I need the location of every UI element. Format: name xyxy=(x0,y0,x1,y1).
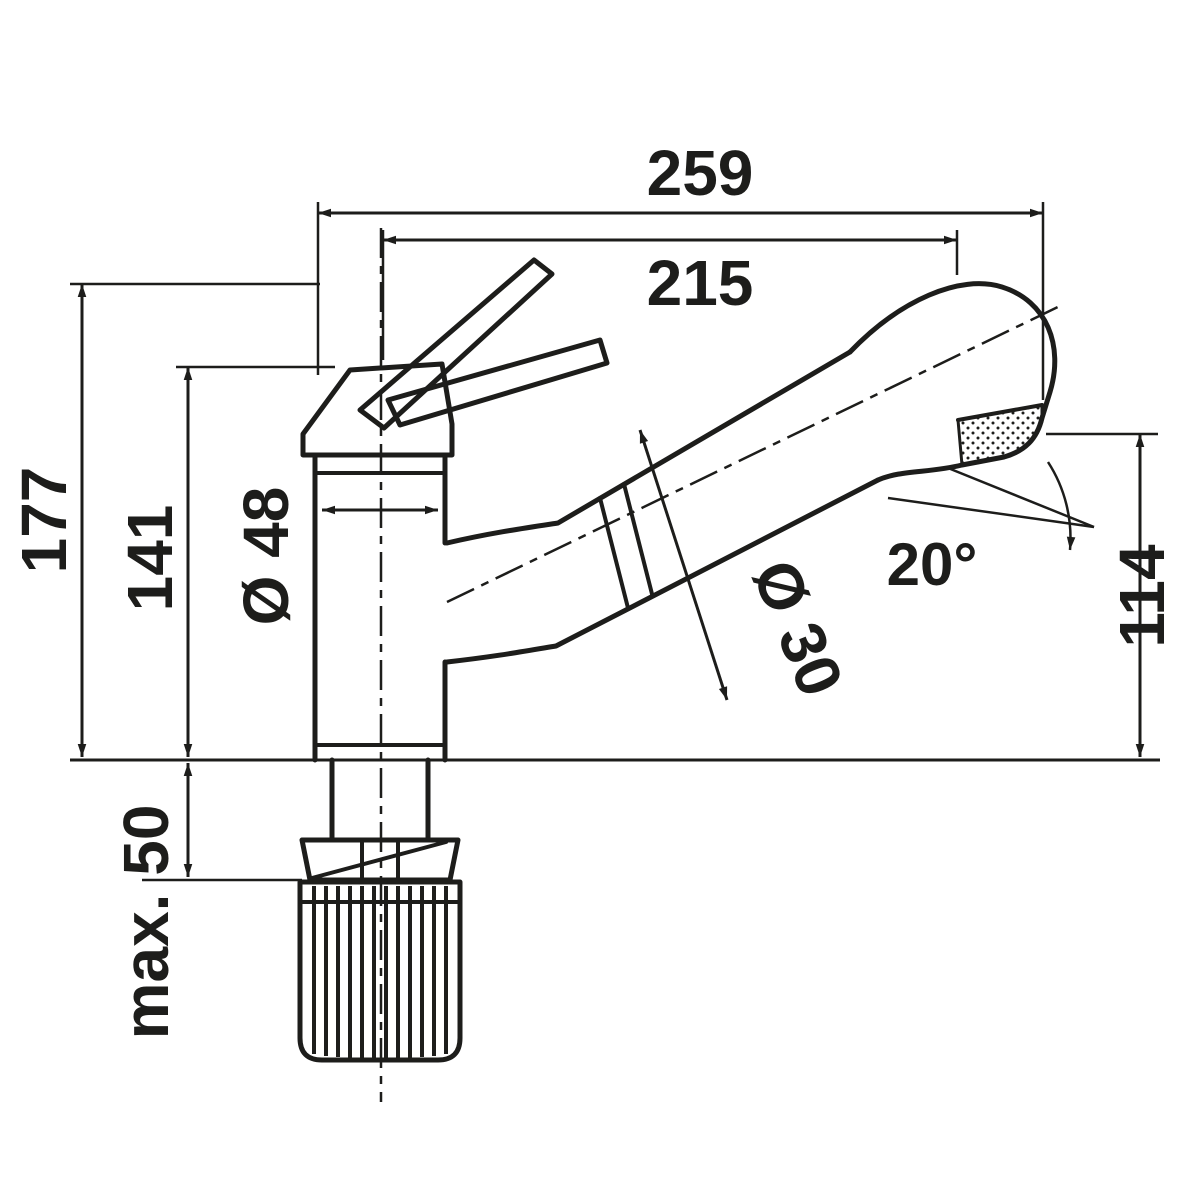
spray-head xyxy=(847,281,1058,483)
dim-spout-reach-label: 215 xyxy=(647,247,754,319)
spout-joint-line-1 xyxy=(598,496,630,610)
spout-upper-edge xyxy=(444,349,853,546)
spray-face-nozzles xyxy=(956,403,1044,467)
dimension-lines xyxy=(77,208,1145,877)
dim-spray-angle-label: 20° xyxy=(887,531,978,598)
faucet-outline xyxy=(70,257,1160,1063)
mounting-nut-knurling xyxy=(312,886,448,1058)
dim-body-height-label: 141 xyxy=(114,505,186,612)
dim-total-height-label: 177 xyxy=(8,467,80,574)
angle-arc xyxy=(1046,461,1076,551)
angle-reference-line xyxy=(887,496,1095,529)
dim-max-thickness-label: max. 50 xyxy=(110,805,182,1040)
flange-diagonal-line xyxy=(310,840,448,880)
dim-spout-diameter-label: Ø 30 xyxy=(739,550,858,706)
spout-lower-edge xyxy=(444,477,881,665)
dimension-labels: 259 215 177 141 Ø 48 Ø 30 20° 114 max. 5… xyxy=(8,137,1178,1039)
dim-total-reach-label: 259 xyxy=(647,137,754,209)
spout-joint-line-2 xyxy=(622,482,654,596)
dimline-spout-diameter-30 xyxy=(638,429,729,701)
handle-collar xyxy=(300,361,455,458)
handle-lever-blade xyxy=(385,337,610,428)
angle-spray-line xyxy=(947,466,1095,529)
mounting-nut xyxy=(297,879,463,1063)
dim-outlet-height-label: 114 xyxy=(1106,544,1178,648)
dim-body-diameter-label: Ø 48 xyxy=(230,487,302,626)
extension-lines xyxy=(70,202,1158,882)
handle-lever-arm xyxy=(357,257,555,431)
spout-axis-centerline xyxy=(446,304,1061,604)
